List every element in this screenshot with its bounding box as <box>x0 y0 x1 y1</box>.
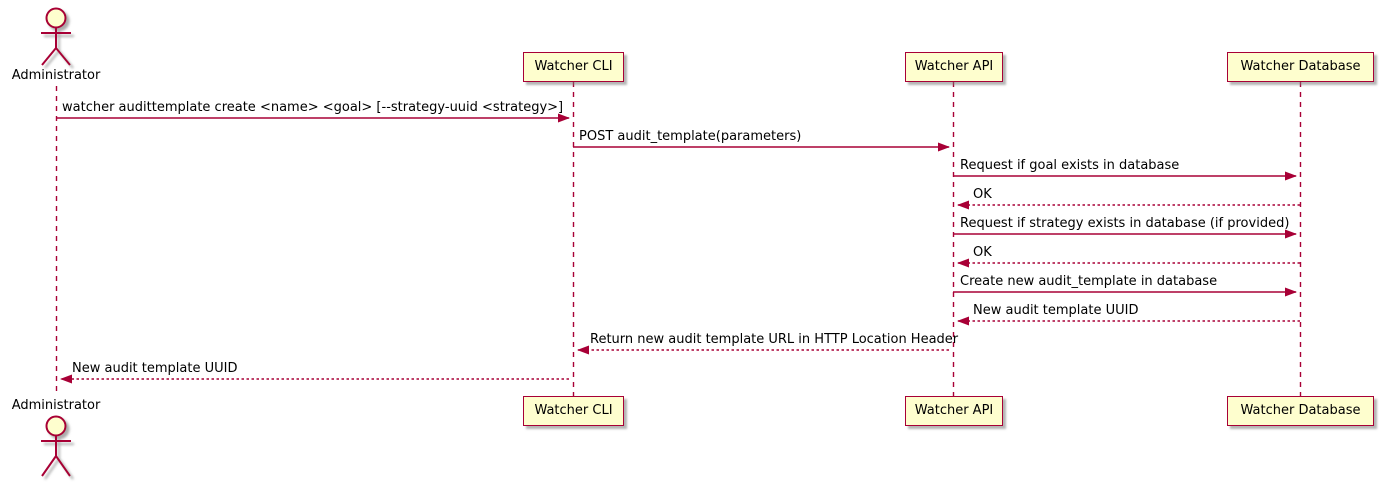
actor-leg-right <box>55 455 71 477</box>
actor-head <box>45 415 67 437</box>
actor-head <box>45 7 67 29</box>
lifelines-group <box>55 82 1302 396</box>
message-label-5: Request if strategy exists in database (… <box>960 216 1290 231</box>
participant-watcher-database-top: Watcher Database <box>1227 52 1374 82</box>
message-label-9: Return new audit template URL in HTTP Lo… <box>590 332 959 347</box>
message-label-3: Request if goal exists in database <box>960 158 1180 173</box>
actor-leg-left <box>41 47 57 66</box>
actor-figure-top <box>41 7 71 66</box>
message-label-7: Create new audit_template in database <box>960 274 1218 289</box>
message-label-2: POST audit_template(parameters) <box>579 129 802 144</box>
actor-leg-left <box>41 455 57 477</box>
message-arrows-group <box>56 113 1300 384</box>
participant-watcher-cli-bottom: Watcher CLI <box>523 396 624 426</box>
message-label-1: watcher audittemplate create <name> <goa… <box>62 100 564 115</box>
actor-figure-bottom <box>41 415 71 477</box>
actor-label-administrator-top: Administrator <box>11 68 101 83</box>
message-label-8: New audit template UUID <box>973 303 1139 318</box>
message-label-6: OK <box>973 245 992 260</box>
actor-leg-right <box>55 47 71 66</box>
message-label-4: OK <box>973 187 992 202</box>
participant-watcher-cli-top: Watcher CLI <box>523 52 624 82</box>
message-label-10: New audit template UUID <box>72 361 238 376</box>
participant-watcher-database-bottom: Watcher Database <box>1227 396 1374 426</box>
actor-label-administrator-bottom: Administrator <box>11 398 101 413</box>
participant-watcher-api-top: Watcher API <box>905 52 1003 82</box>
participant-watcher-api-bottom: Watcher API <box>905 396 1003 426</box>
